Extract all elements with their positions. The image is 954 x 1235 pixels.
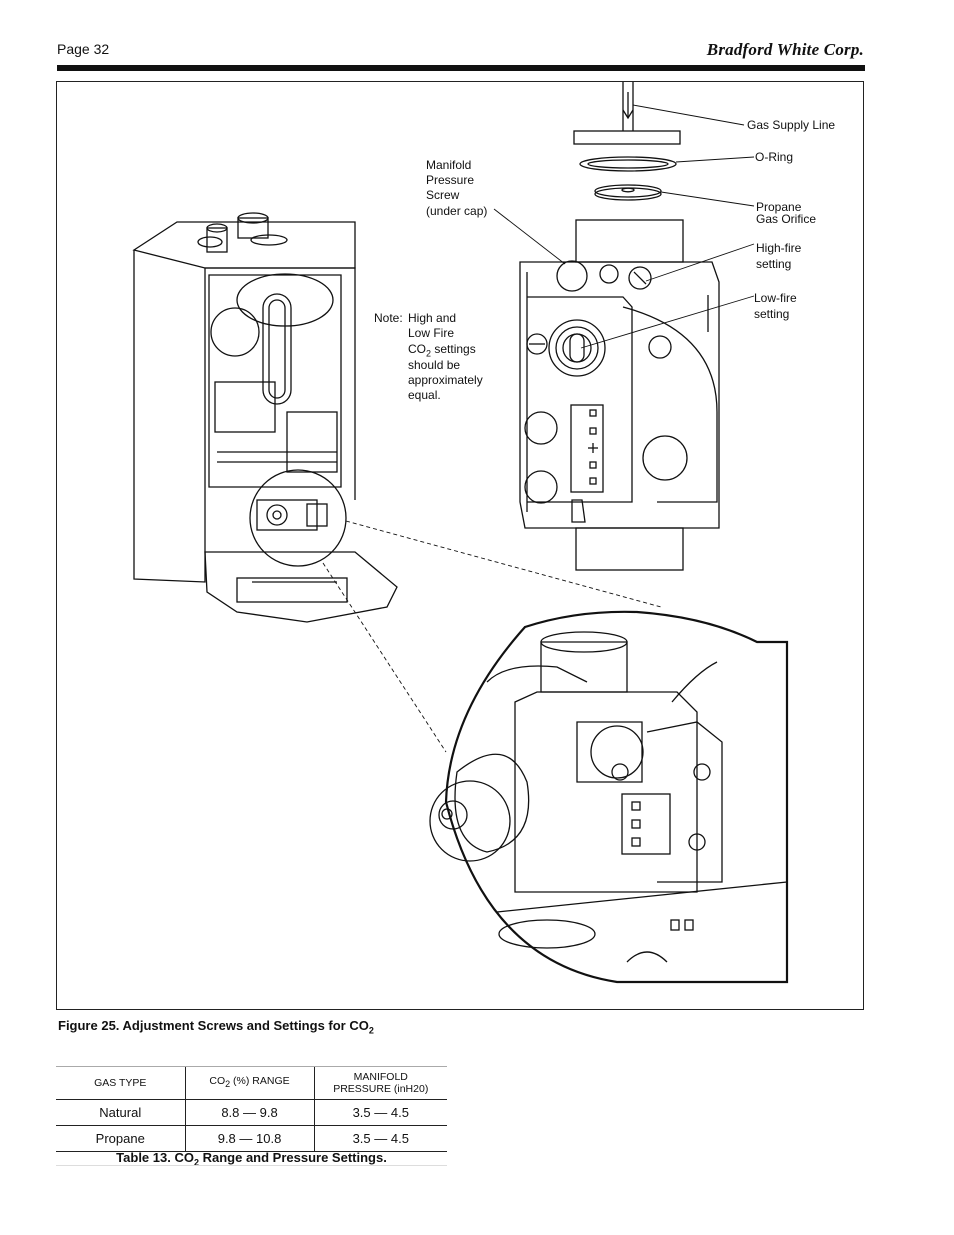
note-co-sub: 2 (426, 348, 432, 359)
callout-gas-supply-line: Gas Supply Line (747, 118, 836, 132)
figure-25-frame: Gas Supply Line O-Ring Propane Gas Orifi… (56, 81, 864, 1010)
note-line1: High and (408, 311, 457, 325)
header-gas-type: GAS TYPE (56, 1066, 186, 1100)
cell-co2-range: 9.8 — 10.8 (184, 1125, 315, 1152)
cell-pressure: 3.5 — 4.5 (313, 1125, 447, 1152)
callout-manifold-line4: (under cap) (426, 204, 488, 218)
detail-leader-lines (322, 520, 662, 753)
table-row: Propane 9.8 — 10.8 3.5 — 4.5 (56, 1125, 447, 1152)
figure-caption-sub: 2 (368, 1025, 374, 1036)
water-heater-unit-drawing (132, 212, 398, 623)
header-rule (57, 65, 865, 71)
callout-low-fire-line2: setting (754, 307, 790, 321)
callout-high-fire-line1: High-fire (756, 241, 802, 255)
page-number: Page 32 (57, 41, 110, 57)
callout-low-fire-line1: Low-fire (754, 291, 797, 305)
callout-manifold-line2: Pressure (426, 173, 475, 187)
cell-co2-range: 8.8 — 9.8 (184, 1099, 315, 1126)
callout-propane-orifice-line1: Propane (756, 200, 802, 214)
table-row: Natural 8.8 — 9.8 3.5 — 4.5 (56, 1099, 447, 1126)
figure-25-illustration (132, 82, 789, 984)
header-co2-suffix: (%) RANGE (230, 1075, 290, 1088)
note-line5: approximately (408, 373, 483, 387)
callout-o-ring: O-Ring (755, 150, 794, 164)
note-line2: Low Fire (408, 326, 455, 340)
header-manifold-line2: PRESSURE (inH20) (333, 1083, 429, 1095)
header-co2-sub: 2 (225, 1079, 231, 1090)
table-caption-text: Table 13. CO (116, 1150, 194, 1165)
gas-valve-drawing (519, 219, 720, 571)
figure-caption-text: Figure 25. Adjustment Screws and Setting… (58, 1018, 369, 1033)
table-caption: Table 13. CO2 Range and Pressure Setting… (56, 1150, 447, 1168)
gas-supply-line-drawing (573, 82, 681, 145)
brand-name: Bradford White Corp. (706, 40, 864, 59)
header-manifold-line1: MANIFOLD (353, 1071, 408, 1083)
note-co: CO (408, 342, 426, 356)
table-caption-sub: 2 (193, 1157, 199, 1168)
table-caption-rest: Range and Pressure Settings. (198, 1150, 387, 1165)
callout-high-fire-line2: setting (756, 257, 792, 271)
note-line6: equal. (408, 388, 441, 402)
header-co2-range: CO2 (%) RANGE (184, 1066, 315, 1100)
note-line4: should be (408, 358, 461, 372)
propane-orifice-drawing (594, 184, 662, 201)
table-caption-rule (56, 1165, 447, 1166)
cell-gas-type: Natural (56, 1099, 186, 1126)
figure-caption: Figure 25. Adjustment Screws and Setting… (58, 1018, 374, 1036)
header-co2-prefix: CO (209, 1075, 226, 1088)
callout-leaders (493, 104, 755, 349)
magnified-detail-drawing (429, 610, 789, 984)
callout-manifold-line3: Screw (426, 188, 460, 202)
cell-gas-type: Propane (56, 1125, 186, 1152)
callout-propane-orifice-line2: Gas Orifice (756, 212, 817, 226)
note-settings: settings (431, 342, 476, 356)
note-label: Note: (374, 311, 403, 325)
note-line3: CO2 settings (408, 342, 476, 361)
o-ring-drawing (579, 156, 677, 172)
cell-pressure: 3.5 — 4.5 (313, 1099, 447, 1126)
callout-manifold-line1: Manifold (426, 158, 472, 172)
